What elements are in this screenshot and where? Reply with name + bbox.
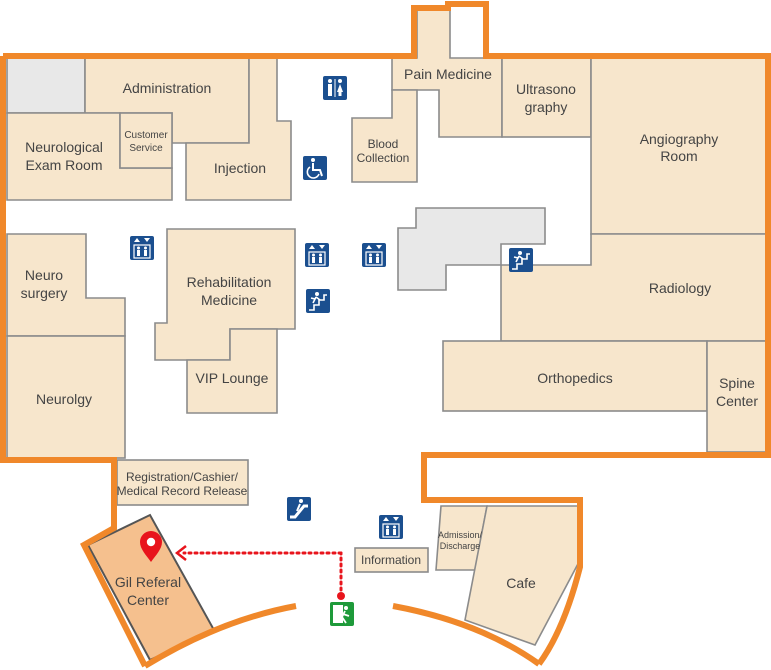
escalator-icon — [287, 497, 311, 521]
label-injection: Injection — [214, 160, 266, 176]
labels: Administration Pain Medicine Ultrasono g… — [21, 66, 759, 608]
elevator-icon — [361, 242, 387, 268]
label-customer-service-2: Service — [129, 143, 163, 154]
label-admission-1: Admission/ — [438, 530, 483, 540]
room-spine-center[interactable] — [706, 340, 767, 453]
label-spine-center-1: Spine — [719, 375, 755, 391]
restroom-icon — [323, 76, 347, 100]
label-pain-medicine: Pain Medicine — [404, 66, 492, 82]
label-neurosurgery-1: Neuro — [25, 267, 63, 283]
room-angiography[interactable] — [590, 57, 767, 235]
route — [174, 545, 345, 600]
room-neurology[interactable] — [6, 335, 126, 459]
label-neurological-2: Exam Room — [25, 157, 102, 173]
stair-core — [397, 207, 546, 291]
room-blood-collection[interactable] — [351, 89, 418, 183]
room-orthopedics[interactable] — [442, 340, 708, 412]
room-customer-service[interactable] — [119, 112, 173, 169]
label-neurosurgery-2: surgery — [21, 285, 68, 301]
label-customer-service-1: Customer — [124, 130, 168, 141]
label-blood-collection-2: Collection — [357, 151, 410, 165]
label-radiology: Radiology — [649, 280, 711, 296]
route-start-dot — [337, 592, 345, 600]
label-registration-1: Registration/Cashier/ — [126, 470, 239, 484]
rooms — [6, 9, 767, 662]
label-cafe: Cafe — [506, 575, 536, 591]
elevator-icon — [304, 242, 330, 268]
room-vip-lounge[interactable] — [186, 328, 278, 414]
wheelchair-icon — [303, 156, 327, 180]
storage-room — [6, 57, 86, 114]
label-vip-lounge: VIP Lounge — [196, 370, 269, 386]
label-gil-referral-1: Gil Referal — [115, 574, 181, 590]
room-radiology[interactable] — [500, 233, 767, 342]
label-spine-center-2: Center — [716, 393, 758, 409]
room-ultrasonography[interactable] — [501, 57, 592, 138]
room-cafe[interactable] — [464, 505, 581, 646]
emergency-exit-icon — [330, 602, 354, 626]
label-administration: Administration — [123, 80, 212, 96]
label-angiography-1: Angiography — [640, 131, 719, 147]
label-rehabilitation-2: Medicine — [201, 292, 257, 308]
room-information[interactable] — [354, 547, 429, 573]
stairs-icon — [305, 288, 331, 314]
label-neurology: Neurolgy — [36, 391, 92, 407]
elevator-icon — [378, 514, 404, 540]
stairs-icon — [508, 247, 534, 273]
label-registration-2: Medical Record Release — [117, 484, 248, 498]
room-injection[interactable] — [185, 57, 292, 201]
label-information: Information — [361, 553, 421, 567]
label-orthopedics: Orthopedics — [537, 370, 612, 386]
room-registration[interactable] — [116, 459, 249, 506]
label-blood-collection-1: Blood — [368, 137, 399, 151]
label-angiography-2: Room — [660, 148, 697, 164]
label-neurological-1: Neurological — [25, 139, 103, 155]
label-rehabilitation-1: Rehabilitation — [187, 274, 272, 290]
label-admission-2: Discharge — [440, 541, 481, 551]
location-pin-icon — [140, 531, 162, 562]
elevator-icon — [129, 235, 155, 261]
label-gil-referral-2: Center — [127, 592, 169, 608]
label-ultrasonography-1: Ultrasono — [516, 81, 576, 97]
label-ultrasonography-2: graphy — [525, 99, 568, 115]
